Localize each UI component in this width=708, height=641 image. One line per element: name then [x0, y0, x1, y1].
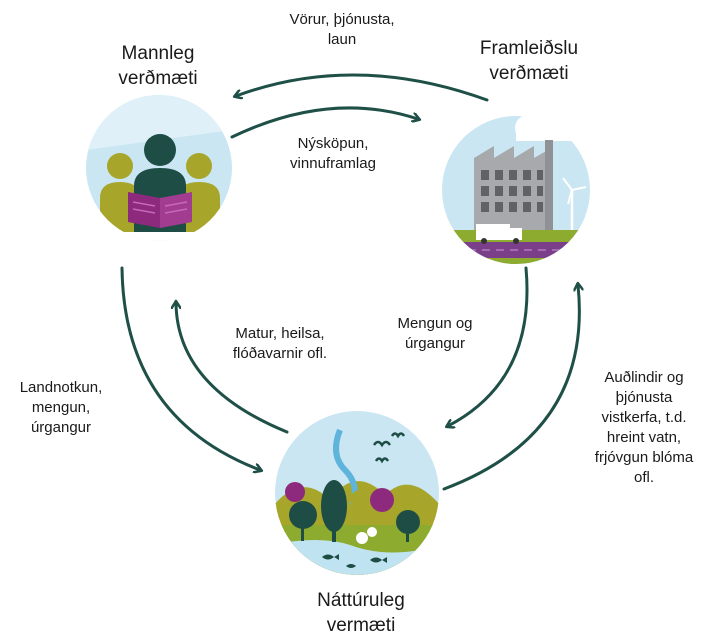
nature-landscape-icon	[275, 411, 439, 575]
label-natural-to-production-line1: Auðlindir og	[604, 369, 684, 386]
arrow-natural-to-production	[442, 285, 579, 491]
label-natural-to-production: Auðlindir og þjónusta vistkerfa, t.d. hr…	[582, 368, 706, 488]
label-production-to-natural: Mengun og úrgangur	[375, 314, 495, 354]
production-values-title: Framleiðslu verðmæti	[464, 36, 594, 86]
label-human-to-natural-line1: Landnotkun,	[19, 379, 103, 396]
label-production-to-natural-line2: úrgangur	[404, 335, 466, 352]
label-natural-to-production-line6: ofl.	[633, 469, 654, 486]
label-human-to-natural-line2: mengun,	[31, 399, 91, 416]
label-natural-to-human-line2: flóðavarnir ofl.	[232, 345, 328, 362]
label-natural-to-production-line4: hreint vatn,	[606, 429, 682, 446]
label-natural-to-production-line2: þjónusta	[615, 389, 673, 406]
label-human-to-production: Nýsköpun, vinnuframlag	[268, 134, 398, 174]
arrow-natural-to-human	[176, 303, 289, 434]
label-production-to-human-line1: Vörur, þjónusta,	[289, 11, 395, 28]
production-values-title-line1: Framleiðslu	[479, 38, 579, 59]
label-human-to-production-line1: Nýsköpun,	[297, 135, 369, 152]
label-production-to-human: Vörur, þjónusta, laun	[272, 10, 412, 50]
label-natural-to-production-line5: frjóvgun blóma	[594, 449, 694, 466]
natural-values-title-line1: Náttúruleg	[317, 590, 405, 611]
label-production-to-natural-line1: Mengun og	[397, 315, 473, 332]
arrow-production-to-human	[236, 73, 489, 102]
production-values-title-line2: verðmæti	[489, 63, 569, 84]
label-natural-to-production-line3: vistkerfa, t.d.	[601, 409, 687, 426]
label-human-to-production-line2: vinnuframlag	[290, 155, 376, 172]
human-values-title-line2: verðmæti	[118, 68, 198, 89]
natural-values-title-line2: vermæti	[326, 615, 396, 636]
human-values-title-line1: Mannleg	[121, 43, 195, 64]
arrow-human-to-production	[230, 106, 418, 139]
natural-values-title: Náttúruleg vermæti	[296, 588, 426, 638]
factory-icon	[442, 116, 590, 264]
label-human-to-natural-line3: úrgangur	[30, 419, 92, 436]
people-reading-icon	[86, 95, 232, 241]
label-natural-to-human-line1: Matur, heilsa,	[235, 325, 325, 342]
arrows	[120, 73, 579, 491]
label-natural-to-human: Matur, heilsa, flóðavarnir ofl.	[210, 324, 350, 364]
label-human-to-natural: Landnotkun, mengun, úrgangur	[6, 378, 116, 438]
arrow-production-to-natural	[448, 266, 529, 426]
arrow-human-to-natural	[120, 266, 260, 470]
label-production-to-human-line2: laun	[327, 31, 357, 48]
human-values-title: Mannleg verðmæti	[103, 41, 213, 91]
